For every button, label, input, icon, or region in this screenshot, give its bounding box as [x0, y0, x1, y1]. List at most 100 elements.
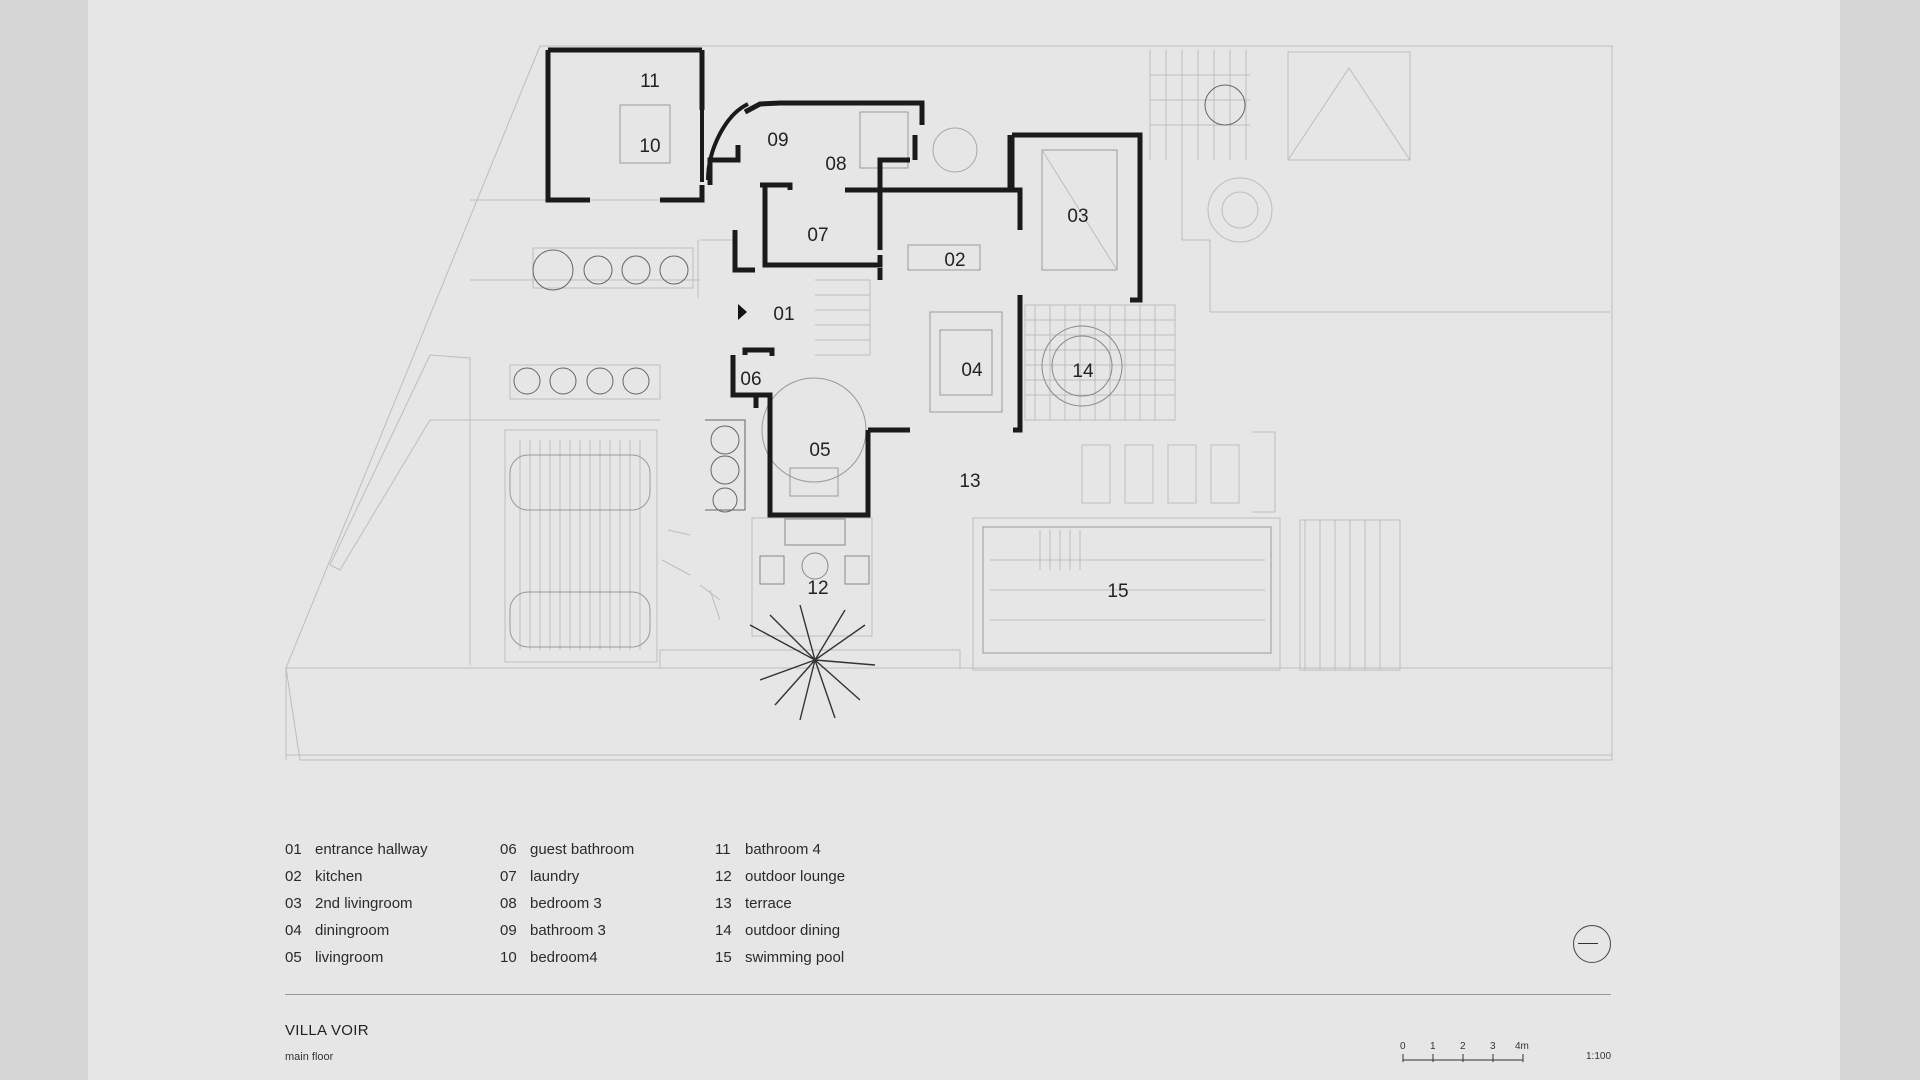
- legend-room-name: bedroom 3: [530, 895, 602, 912]
- outdoor-dining-area: [1024, 304, 1176, 421]
- neighbour-roof: [1287, 51, 1411, 161]
- parking-area: [504, 429, 658, 663]
- room-tag-11: 11: [640, 71, 660, 92]
- bed-bedroom3: [859, 111, 909, 169]
- legend-item: 06 guest bathroom: [500, 836, 715, 863]
- legend-number: 04: [285, 922, 302, 939]
- pool-basin: [982, 526, 1272, 654]
- wall-dining-east: [1013, 295, 1023, 433]
- lounger-2: [1124, 444, 1154, 504]
- room-legend: 01 entrance hallway 02 kitchen 03 2nd livingr…: [285, 836, 930, 971]
- legend-room-name: terrace: [745, 895, 792, 912]
- legend-number: 06: [500, 841, 517, 858]
- scale-tick-1: 1: [1430, 1041, 1436, 1052]
- legend-number: 09: [500, 922, 517, 939]
- north-arrow-icon: [1573, 925, 1611, 963]
- drawing-title: VILLA VOIR: [285, 1022, 369, 1039]
- legend-room-name: guest bathroom: [530, 841, 635, 858]
- room-tag-14: 14: [1072, 361, 1094, 382]
- drawing-sheet: [88, 0, 1840, 1080]
- scale-tick-0: 0: [1400, 1041, 1406, 1052]
- legend-room-name: bathroom 3: [530, 922, 606, 939]
- legend-item: 02 kitchen: [285, 863, 500, 890]
- legend-item: 04 diningroom: [285, 917, 500, 944]
- legend-item: 08 bedroom 3: [500, 890, 715, 917]
- plant-1: [583, 255, 613, 285]
- scale-tick-2: 2: [1460, 1041, 1466, 1052]
- staircase: [815, 279, 871, 356]
- round-dining-table: [1041, 325, 1123, 407]
- legend-item: 12 outdoor lounge: [715, 863, 930, 890]
- legend-room-name: bathroom 4: [745, 841, 821, 858]
- wall-laundry-kitchen: [760, 182, 1023, 268]
- site-boundary: [285, 45, 1613, 761]
- room-tag-03: 03: [1067, 206, 1088, 227]
- bed-bedroom4: [619, 104, 671, 164]
- tree-1: [532, 249, 574, 291]
- legend-number: 15: [715, 949, 732, 966]
- scale-tick-4: 4m: [1515, 1041, 1529, 1052]
- legend-room-name: outdoor dining: [745, 922, 841, 939]
- room-tag-09: 09: [767, 130, 788, 151]
- dining-table: [929, 311, 1003, 413]
- legend-room-name: laundry: [530, 868, 580, 885]
- legend-number: 07: [500, 868, 517, 885]
- legend-item: 11 bathroom 4: [715, 836, 930, 863]
- legend-number: 01: [285, 841, 302, 858]
- scale-tick-3: 3: [1490, 1041, 1496, 1052]
- legend-item: 15 swimming pool: [715, 944, 930, 971]
- plant-2: [621, 255, 651, 285]
- scale-bar: [1402, 1054, 1524, 1062]
- wall-bathroom3-bedroom3: [707, 100, 925, 250]
- legend-room-name: bedroom4: [530, 949, 598, 966]
- legend-room-name: diningroom: [315, 922, 390, 939]
- kitchen-island: [907, 244, 981, 271]
- legend-room-name: kitchen: [315, 868, 363, 885]
- legend-item: 09 bathroom 3: [500, 917, 715, 944]
- car-1: [509, 454, 651, 511]
- palm-tree: [749, 604, 876, 721]
- lounger-4: [1210, 444, 1240, 504]
- legend-item: 10 bedroom4: [500, 944, 715, 971]
- room-tag-08: 08: [825, 154, 846, 175]
- legend-number: 08: [500, 895, 517, 912]
- living-rug: [761, 377, 867, 483]
- legend-item: 14 outdoor dining: [715, 917, 930, 944]
- legend-column: 01 entrance hallway 02 kitchen 03 2nd livingr…: [285, 836, 500, 971]
- legend-number: 11: [715, 841, 731, 858]
- legend-number: 02: [285, 868, 302, 885]
- room-tag-07: 07: [807, 225, 828, 246]
- room-tag-01: 01: [773, 304, 794, 325]
- legend-room-name: swimming pool: [745, 949, 845, 966]
- legend-room-name: 2nd livingroom: [315, 895, 413, 912]
- legend-room-name: outdoor lounge: [745, 868, 846, 885]
- planter-1: [532, 247, 694, 289]
- legend-column: 06 guest bathroom 07 laundry 08 bedroom 3 09 ba…: [500, 836, 715, 971]
- legend-number: 14: [715, 922, 732, 939]
- tree-2: [1204, 84, 1246, 126]
- room-tag-04: 04: [961, 360, 983, 381]
- wall-bedroom4: [545, 47, 705, 203]
- legend-item: 07 laundry: [500, 863, 715, 890]
- legend-room-name: entrance hallway: [315, 841, 428, 858]
- legend-item: 03 2nd livingroom: [285, 890, 500, 917]
- room-tag-06: 06: [740, 369, 761, 390]
- room-tag-15: 15: [1107, 581, 1128, 602]
- room-tag-05: 05: [809, 440, 830, 461]
- legend-item: 05 livingroom: [285, 944, 500, 971]
- lounger-3: [1167, 444, 1197, 504]
- planter-2: [509, 364, 661, 400]
- room-tag-12: 12: [807, 578, 828, 599]
- pool-outer: [972, 517, 1281, 671]
- car-2: [509, 591, 651, 648]
- 2nd-livingroom-sofas: [1041, 149, 1118, 271]
- legend-number: 03: [285, 895, 302, 912]
- room-tag-10: 10: [639, 136, 660, 157]
- legend-number: 10: [500, 949, 517, 966]
- legend-room-name: livingroom: [315, 949, 384, 966]
- legend-number: 12: [715, 868, 732, 885]
- legend-number: 05: [285, 949, 302, 966]
- scale-ratio: 1:100: [1586, 1051, 1612, 1062]
